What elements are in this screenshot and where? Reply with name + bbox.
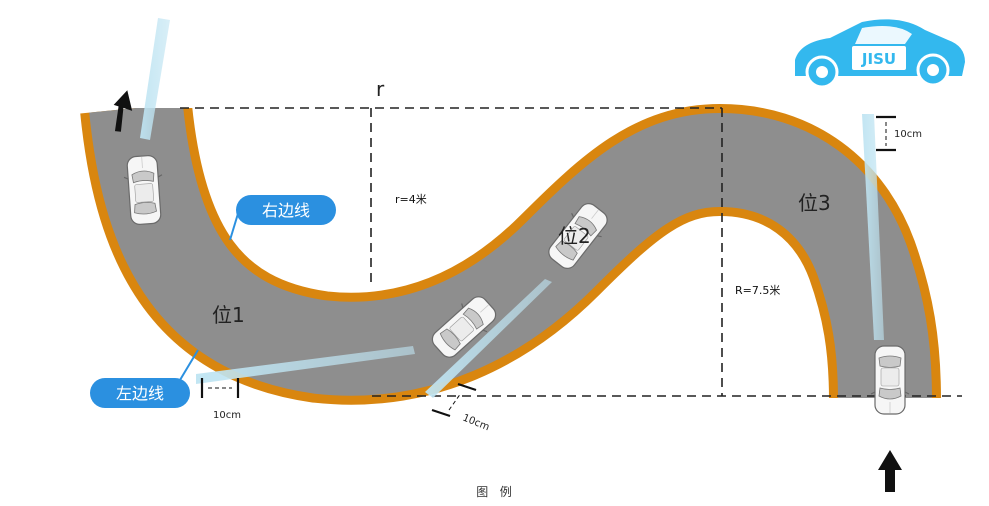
logo-text: JISU	[861, 50, 896, 68]
position-label-1: 位1	[212, 303, 245, 327]
sight-lines	[140, 18, 884, 398]
up-arrow-icon	[113, 90, 133, 132]
dimension-label: 10cm	[213, 410, 241, 421]
road-end-mask	[70, 92, 210, 108]
dimension-label: 10cm	[894, 129, 922, 140]
car-logo-icon: JISU	[795, 19, 965, 89]
dimension-label: 10cm	[461, 413, 491, 434]
dashed-guides	[180, 107, 962, 397]
dimension-marker	[431, 382, 477, 418]
car-icon	[870, 345, 910, 415]
radius-label: r	[376, 77, 385, 101]
position-label-3: 位3	[798, 191, 831, 215]
large-radius-label: R=7.5米	[735, 284, 780, 297]
up-arrow-icon	[878, 450, 902, 492]
dimension-marker	[876, 115, 896, 152]
left-edge-callout: 左边线	[90, 349, 199, 408]
position-label-2: 位2	[558, 224, 591, 248]
caption: 图 例	[476, 485, 511, 499]
right-edge-label: 右边线	[262, 201, 310, 220]
left-edge-label: 左边线	[116, 384, 164, 403]
small-radius-label: r=4米	[395, 193, 427, 206]
right-edge-callout: 右边线	[229, 195, 336, 241]
dimension-marker	[200, 378, 240, 398]
